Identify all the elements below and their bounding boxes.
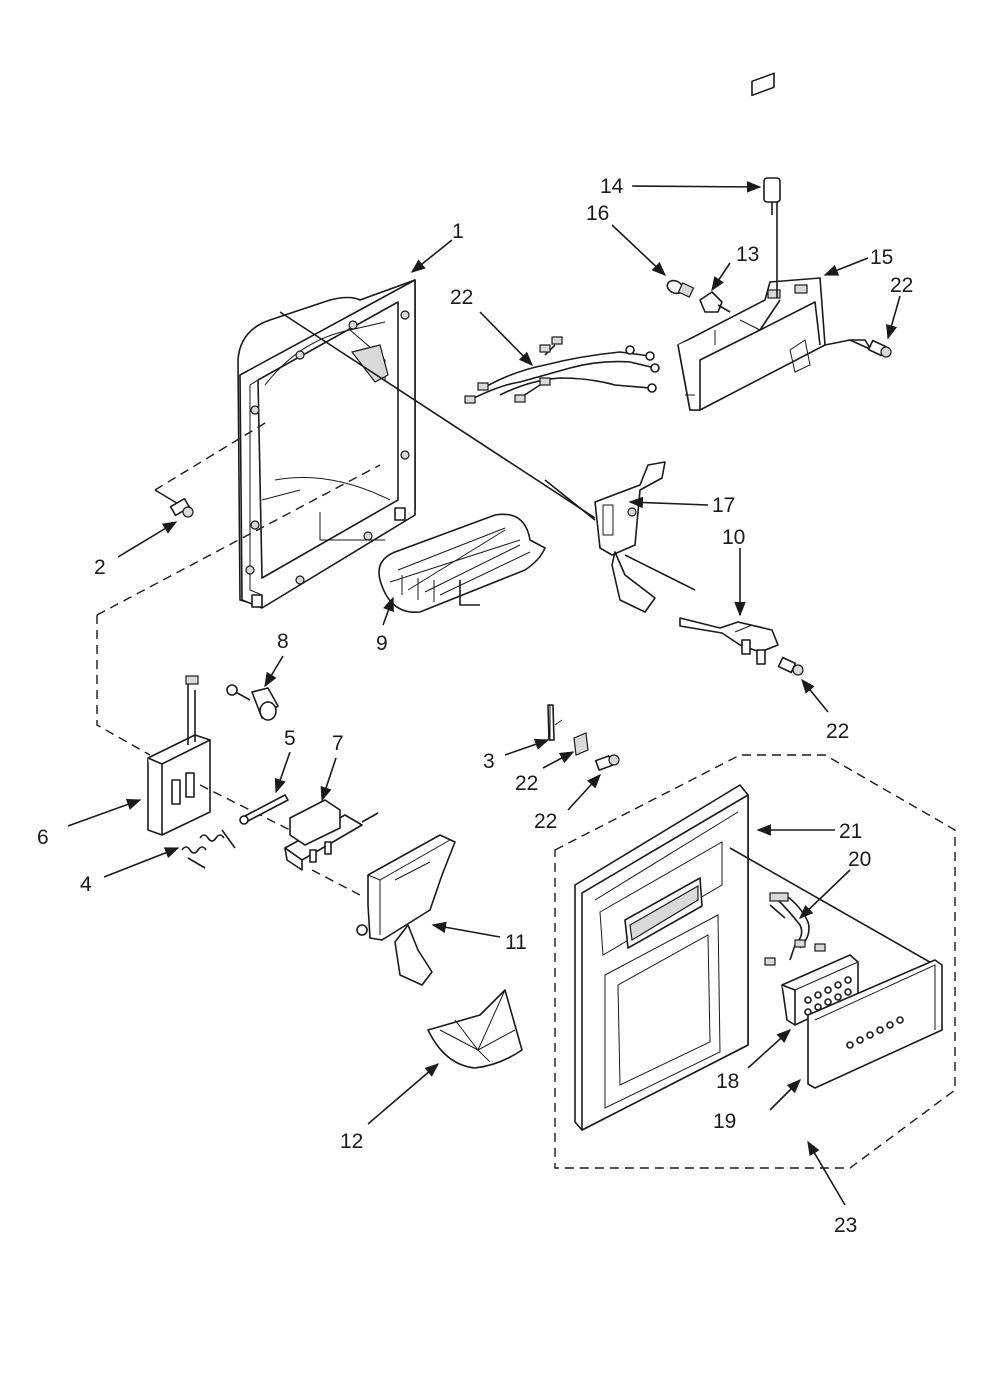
screw-part-22-small [594, 754, 620, 771]
callout-label: 20 [848, 848, 871, 871]
callout-23: 23 [807, 1140, 857, 1237]
actuator-part-7 [284, 799, 379, 896]
assembly-line [96, 615, 151, 756]
callout-label: 22 [450, 286, 473, 309]
callout-14: 14 [600, 175, 762, 198]
assembly-line [279, 311, 596, 519]
callout-22a: 22 [886, 274, 913, 340]
callout-13: 13 [711, 243, 759, 292]
callout-label: 11 [505, 931, 527, 954]
callout-15: 15 [823, 246, 893, 276]
callout-label: 12 [340, 1130, 363, 1153]
callout-1: 1 [410, 220, 464, 273]
callout-label: 21 [839, 820, 862, 843]
lever-part-10 [679, 617, 779, 665]
callout-label: 2 [94, 556, 106, 579]
callout-label: 22 [534, 810, 557, 833]
insulator-part-25 [573, 732, 589, 756]
control-panel-19 [807, 959, 943, 1089]
switch-bracket [677, 72, 871, 411]
screw-part-22-top [849, 339, 892, 358]
callout-18: 18 [716, 1029, 792, 1093]
callout-label: 10 [722, 526, 745, 549]
callout-20: 20 [798, 848, 871, 919]
switch-part-14 [763, 177, 781, 298]
ice-chute-12 [427, 989, 523, 1069]
dispenser-housing [237, 279, 416, 609]
callout-7: 7 [320, 732, 344, 802]
callout-24: 22 [450, 286, 534, 367]
harness-part-20 [764, 892, 826, 966]
callout-3: 3 [483, 738, 550, 773]
drip-tray [378, 513, 546, 613]
callout-22c: 22 [534, 773, 601, 833]
callout-10: 10 [722, 526, 746, 617]
assembly-boundary-23 [554, 754, 956, 1169]
callout-8: 8 [264, 630, 289, 688]
callout-22b: 22 [801, 678, 849, 743]
chute-lever-11 [356, 834, 456, 986]
lever-bracket-17 [544, 461, 696, 613]
assembly-line [96, 464, 381, 616]
callout-label: 4 [80, 873, 92, 896]
callout-12: 12 [340, 1063, 440, 1153]
callout-label: 13 [736, 243, 759, 266]
callout-16: 16 [586, 202, 667, 276]
screw-part-22-mid [777, 656, 804, 676]
callout-21: 21 [756, 820, 862, 843]
callout-label: 8 [277, 630, 289, 653]
bulb-part-16 [666, 279, 695, 298]
callout-label: 22 [515, 772, 538, 795]
callout-4: 4 [80, 847, 180, 896]
callout-label: 16 [586, 202, 609, 225]
callout-label: 14 [600, 175, 624, 198]
callout-11: 11 [431, 921, 527, 954]
screw-part-2 [154, 419, 271, 518]
callout-9: 9 [376, 596, 394, 655]
callout-label: 9 [376, 632, 388, 655]
callout-label: 7 [332, 732, 344, 755]
capacitor-part-8 [226, 684, 279, 721]
callout-label: 19 [713, 1110, 736, 1133]
callout-label: 15 [870, 246, 893, 269]
callout-label: 3 [483, 750, 495, 773]
callout-label: 18 [716, 1070, 739, 1093]
callout-label: 1 [452, 220, 464, 243]
callout-label: 6 [37, 826, 49, 849]
callout-label: 5 [284, 727, 296, 750]
callout-label: 23 [834, 1214, 857, 1237]
callout-2: 2 [94, 521, 178, 579]
callout-5: 5 [274, 727, 296, 794]
dispenser-front-21 [574, 784, 749, 1131]
callout-label: 22 [890, 274, 913, 297]
callout-19: 19 [713, 1078, 802, 1133]
callout-17: 17 [628, 494, 735, 517]
socket-part-13 [699, 291, 731, 313]
spring-part-4 [181, 829, 236, 869]
callout-6: 6 [37, 798, 142, 849]
callout-label: 22 [826, 720, 849, 743]
pin-part-5 [239, 794, 289, 825]
control-board-18 [781, 954, 859, 1026]
assembly-line [729, 847, 936, 966]
callout-25: 22 [515, 751, 575, 795]
callout-label: 17 [712, 494, 735, 517]
solenoid-part-6 [147, 675, 291, 836]
wire-harness [464, 336, 660, 404]
switch-part-3 [547, 704, 563, 741]
